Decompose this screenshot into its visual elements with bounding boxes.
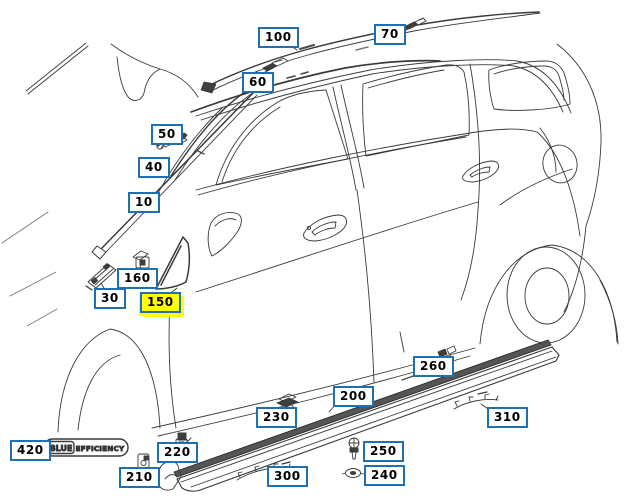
door-sill-molding	[157, 339, 560, 492]
callout-150[interactable]: 150	[140, 292, 181, 313]
callout-250[interactable]: 250	[363, 441, 404, 462]
badge-efficiency-text: EFFICIENCY	[76, 444, 125, 453]
callout-100[interactable]: 100	[258, 27, 299, 48]
hood-lines	[1, 42, 199, 327]
rivet-250-icon	[348, 437, 360, 460]
fuel-filler-cap	[499, 144, 578, 206]
badge-blue-text: BLUE	[50, 444, 73, 453]
rear-wheel	[479, 244, 618, 345]
clip-230-icon	[276, 393, 299, 411]
callout-300[interactable]: 300	[267, 466, 308, 487]
bracket-210-icon	[137, 453, 150, 471]
side-mirror	[207, 212, 242, 257]
front-door-window	[215, 89, 349, 186]
front-wheel-arch	[57, 328, 161, 433]
front-door-handle	[303, 214, 348, 242]
callout-160[interactable]: 160	[117, 268, 158, 289]
callout-260[interactable]: 260	[413, 356, 454, 377]
door-gaps	[151, 189, 476, 437]
quarter-window	[488, 60, 571, 111]
callout-220[interactable]: 220	[157, 442, 198, 463]
callout-50[interactable]: 50	[151, 124, 183, 145]
callout-240[interactable]: 240	[364, 465, 405, 486]
bracket-30-icon	[85, 263, 117, 291]
mirror-triangle-trim	[155, 236, 191, 290]
car-roofline	[190, 59, 572, 121]
callout-40[interactable]: 40	[138, 157, 170, 178]
callout-70[interactable]: 70	[374, 24, 406, 45]
callout-420[interactable]: 420	[10, 440, 51, 461]
beltline	[195, 128, 581, 293]
rear-door-handle	[462, 160, 500, 183]
callout-310[interactable]: 310	[487, 407, 528, 428]
callout-10[interactable]: 10	[128, 192, 160, 213]
callout-210[interactable]: 210	[119, 467, 160, 488]
b-pillar	[332, 84, 365, 191]
callout-230[interactable]: 230	[256, 407, 297, 428]
fastener-strip-310-icon	[453, 391, 499, 410]
clip-60-icon	[262, 57, 289, 73]
rear-body-lines	[539, 43, 619, 345]
callout-200[interactable]: 200	[333, 386, 374, 407]
blue-efficiency-badge: BLUE EFFICIENCY	[43, 438, 129, 457]
callout-30[interactable]: 30	[94, 288, 126, 309]
grommet-240-icon	[342, 468, 364, 478]
rear-door-gap	[460, 63, 480, 301]
rear-door-window	[362, 64, 470, 157]
clip-160-icon	[132, 250, 150, 269]
callout-60[interactable]: 60	[242, 72, 274, 93]
a-pillar-trim-strip	[91, 91, 258, 260]
